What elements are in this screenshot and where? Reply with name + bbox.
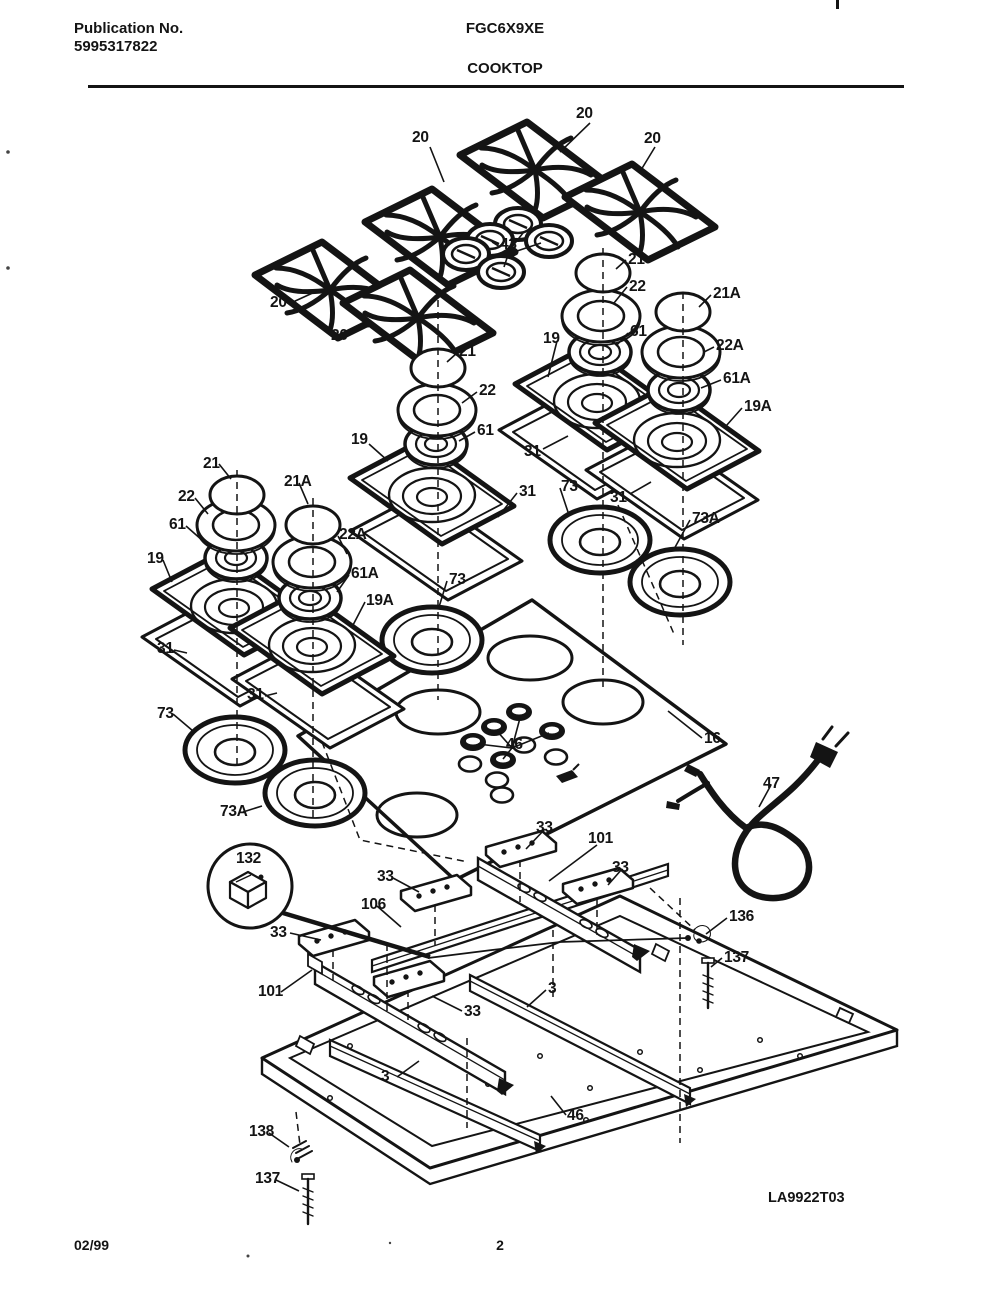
part-label-20: 20 [331,327,348,344]
part-label-31: 31 [610,489,627,506]
part-label-22: 22 [629,278,646,295]
model-number: FGC6X9XE [465,20,545,37]
part-label-73a: 73A [692,510,720,527]
part-label-73: 73 [157,705,174,722]
part-label-101: 101 [258,983,283,1000]
header-rule [88,85,904,88]
part-label-20: 20 [412,129,429,146]
part-label-21: 21 [628,251,645,268]
footer-date: 02/99 [74,1237,110,1253]
part-label-46: 46 [506,736,523,753]
part-label-19: 19 [147,550,164,567]
part-label-33: 33 [270,924,287,941]
part-label-43: 43 [500,236,517,253]
part-label-33: 33 [464,1003,481,1020]
part-label-20: 20 [576,105,593,122]
part-label-22a: 22A [339,526,367,543]
part-label-137: 137 [724,949,749,966]
igniter-wire [427,935,691,959]
pan-rails [328,973,696,1154]
part-label-22a: 22A [716,337,744,354]
part-label-22: 22 [178,488,195,505]
part-label-61: 61 [169,516,186,533]
part-label-31: 31 [519,483,536,500]
part-label-73a: 73A [220,803,248,820]
part-label-137: 137 [255,1170,280,1187]
part-label-136: 136 [729,908,754,925]
part-label-73: 73 [449,571,466,588]
part-label-19: 19 [351,431,368,448]
spark-module-inset [206,842,431,960]
assembly-dashed-lines [236,248,696,1146]
part-label-61a: 61A [351,565,379,582]
part-label-21a: 21A [713,285,741,302]
part-label-21: 21 [203,455,220,472]
part-label-61: 61 [630,323,647,340]
part-label-33: 33 [536,819,553,836]
section-title: COOKTOP [467,60,543,77]
part-label-132: 132 [236,850,261,867]
part-label-33: 33 [377,868,394,885]
part-label-20: 20 [644,130,661,147]
part-label-61: 61 [477,422,494,439]
part-label-3: 3 [548,980,557,997]
scan-artifacts [6,0,839,1258]
part-label-33: 33 [612,859,629,876]
part-label-101: 101 [588,830,613,847]
publication-label: Publication No. [74,20,184,37]
clips-and-screws [290,925,715,1226]
part-label-46: 46 [567,1107,584,1124]
leader-lines [162,122,772,1192]
part-label-31: 31 [247,686,264,703]
part-label-47: 47 [763,775,780,792]
part-label-3: 3 [381,1068,390,1085]
part-label-16: 16 [704,730,721,747]
part-label-20: 20 [270,294,287,311]
part-label-22: 22 [479,382,496,399]
publication-number: 5995317822 [74,38,158,55]
diagram-code: LA9922T03 [768,1190,845,1206]
part-label-138: 138 [249,1123,274,1140]
part-label-31: 31 [524,443,541,460]
part-label-19: 19 [543,330,560,347]
part-label-106: 106 [361,896,386,913]
part-label-61a: 61A [723,370,751,387]
part-label-73: 73 [561,478,578,495]
part-label-19a: 19A [744,398,772,415]
footer-page-number: 2 [496,1237,504,1253]
part-label-21a: 21A [284,473,312,490]
part-label-21: 21 [459,343,476,360]
part-label-31: 31 [157,640,174,657]
power-cord [666,725,850,902]
part-label-19a: 19A [366,592,394,609]
